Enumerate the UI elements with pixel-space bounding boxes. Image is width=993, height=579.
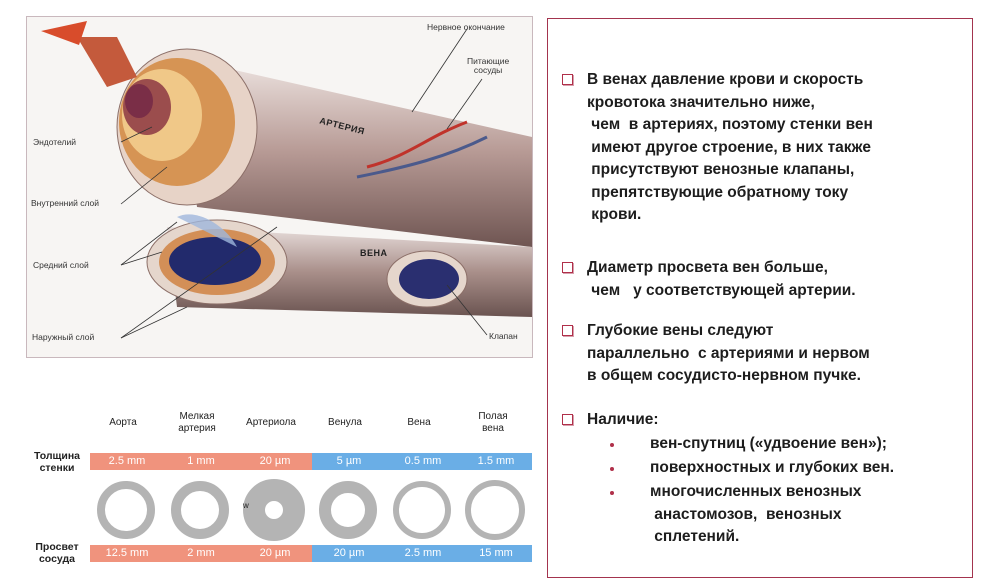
sub-item: вен-спутниц («удвоение вен»); — [650, 435, 887, 452]
feeding-vessels-label: Питающие сосуды — [467, 56, 510, 75]
column-header: Венула — [328, 417, 362, 428]
arteriole-marker: w — [243, 501, 249, 510]
bullet-text: Диаметр просвета вен больше, чем у соотв… — [587, 259, 856, 299]
checkbox-bullet-icon — [562, 74, 573, 85]
middle-layer-label: Средний слой — [33, 260, 89, 270]
bullet-text: Глубокие вены следуют параллельно с арте… — [587, 322, 870, 384]
vein-label: ВЕНА — [360, 248, 388, 258]
checkbox-bullet-icon — [562, 262, 573, 273]
bullet-text: Наличие: — [587, 411, 659, 428]
row-header-wall: Толщина стенки — [33, 450, 81, 474]
wall-cell-vein: 0.5 mm — [386, 453, 460, 470]
text-panel: В венах давление крови и скорость кровот… — [547, 18, 973, 578]
aorta-ring — [97, 481, 155, 539]
vessel-table: Аорта Мелкая артерия Артериола Венула Ве… — [24, 405, 532, 577]
column-header: Аорта — [109, 417, 137, 428]
row-header-lumen: Просвет сосуда — [35, 541, 79, 565]
checkbox-bullet-icon — [562, 414, 573, 425]
outer-layer-label: Наружный слой — [32, 332, 95, 342]
lumen-cell-aorta: 12.5 mm — [90, 545, 164, 562]
bullet-presence: Наличие: — [562, 409, 659, 432]
dot-bullet-icon — [610, 467, 614, 471]
lumen-cell-arteriole: 20 µm — [238, 545, 312, 562]
lumen-cell-venule: 20 µm — [312, 545, 386, 562]
bullet-pressure: В венах давление крови и скорость кровот… — [562, 69, 873, 227]
lumen-cell-small-artery: 2 mm — [164, 545, 238, 562]
nerve-ending-label: Нервное окончание — [427, 22, 505, 32]
column-header: Мелкая артерия — [178, 411, 216, 434]
wall-cell-vena-cava: 1.5 mm — [460, 453, 532, 470]
vessel-illustration: Нервное окончание Питающие сосуды Эндоте… — [26, 16, 533, 358]
venule-ring — [319, 481, 377, 539]
inner-layer-label: Внутренний слой — [31, 198, 99, 208]
vena-cava-ring — [465, 480, 525, 540]
lumen-cell-vena-cava: 15 mm — [460, 545, 532, 562]
dot-bullet-icon — [610, 443, 614, 447]
lumen-cell-vein: 2.5 mm — [386, 545, 460, 562]
bullet-deep-veins: Глубокие вены следуют параллельно с арте… — [562, 320, 870, 388]
bullet-diameter: Диаметр просвета вен больше, чем у соотв… — [562, 257, 856, 302]
bullet-text: В венах давление крови и скорость кровот… — [587, 71, 873, 223]
arteriole-ring — [243, 479, 305, 541]
sub-item: поверхностных и глубоких вен. — [650, 459, 895, 476]
artery-vein-drawing — [41, 21, 532, 339]
wall-cell-arteriole: 20 µm — [238, 453, 312, 470]
column-header: Артериола — [246, 417, 296, 428]
valve-label: Клапан — [489, 331, 518, 341]
column-header: Полая вена — [478, 411, 508, 434]
vein-ring — [393, 481, 451, 539]
small-artery-ring — [171, 481, 229, 539]
wall-cell-aorta: 2.5 mm — [90, 453, 164, 470]
wall-cell-venule: 5 µm — [312, 453, 386, 470]
sub-item: многочисленных венозных анастомозов, вен… — [650, 483, 862, 545]
dot-bullet-icon — [610, 491, 614, 495]
endothelium-label: Эндотелий — [33, 137, 77, 147]
column-header: Вена — [407, 417, 431, 428]
wall-cell-small-artery: 1 mm — [164, 453, 238, 470]
checkbox-bullet-icon — [562, 325, 573, 336]
